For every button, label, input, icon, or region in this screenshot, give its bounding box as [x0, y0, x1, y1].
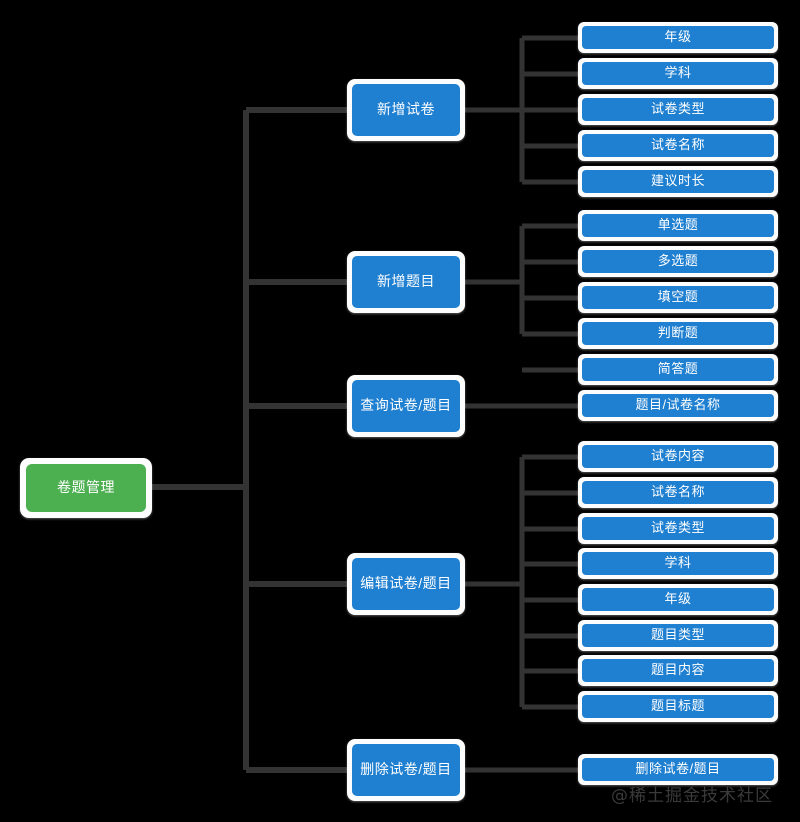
- branch-node-chaxunshijuantimu[interactable]: 查询试卷/题目: [347, 375, 465, 437]
- leaf-node[interactable]: 年级: [578, 584, 778, 615]
- leaf-node-label: 题目标题: [582, 695, 774, 718]
- leaf-node[interactable]: 单选题: [578, 210, 778, 241]
- leaf-node[interactable]: 学科: [578, 548, 778, 579]
- leaf-node[interactable]: 判断题: [578, 318, 778, 349]
- branch-node-xinzengtimu[interactable]: 新增题目: [347, 251, 465, 313]
- branch-node-label: 编辑试卷/题目: [352, 558, 460, 610]
- leaf-node-label: 简答题: [582, 358, 774, 381]
- branch-node-xinzengshijuan[interactable]: 新增试卷: [347, 79, 465, 141]
- leaf-node-label: 年级: [582, 26, 774, 49]
- root-node-juantiguanli[interactable]: 卷题管理: [20, 458, 152, 518]
- root-node-label: 卷题管理: [26, 464, 146, 512]
- branch-node-label: 新增试卷: [352, 84, 460, 136]
- leaf-node[interactable]: 删除试卷/题目: [578, 754, 778, 785]
- leaf-node-label: 题目内容: [582, 659, 774, 682]
- leaf-node-label: 年级: [582, 588, 774, 611]
- leaf-node[interactable]: 题目内容: [578, 655, 778, 686]
- leaf-node[interactable]: 年级: [578, 22, 778, 53]
- leaf-node-label: 试卷内容: [582, 445, 774, 468]
- branch-node-bianjishijuantimu[interactable]: 编辑试卷/题目: [347, 553, 465, 615]
- leaf-node[interactable]: 题目/试卷名称: [578, 390, 778, 421]
- leaf-node[interactable]: 多选题: [578, 246, 778, 277]
- leaf-node-label: 题目/试卷名称: [582, 394, 774, 417]
- branch-node-label: 删除试卷/题目: [352, 744, 460, 796]
- leaf-node-label: 试卷名称: [582, 134, 774, 157]
- leaf-node[interactable]: 试卷类型: [578, 513, 778, 544]
- leaf-node[interactable]: 试卷名称: [578, 130, 778, 161]
- leaf-node[interactable]: 试卷类型: [578, 94, 778, 125]
- leaf-node-label: 删除试卷/题目: [582, 758, 774, 781]
- leaf-node-label: 单选题: [582, 214, 774, 237]
- leaf-node-label: 题目类型: [582, 624, 774, 647]
- leaf-node-label: 判断题: [582, 322, 774, 345]
- leaf-node[interactable]: 简答题: [578, 354, 778, 385]
- leaf-node-label: 学科: [582, 62, 774, 85]
- leaf-node-label: 试卷类型: [582, 517, 774, 540]
- leaf-node[interactable]: 试卷内容: [578, 441, 778, 472]
- leaf-node-label: 学科: [582, 552, 774, 575]
- leaf-node[interactable]: 建议时长: [578, 166, 778, 197]
- leaf-node-label: 试卷类型: [582, 98, 774, 121]
- leaf-node[interactable]: 题目标题: [578, 691, 778, 722]
- branch-node-shanchushijuantimu[interactable]: 删除试卷/题目: [347, 739, 465, 801]
- branch-node-label: 新增题目: [352, 256, 460, 308]
- leaf-node[interactable]: 填空题: [578, 282, 778, 313]
- leaf-node-label: 多选题: [582, 250, 774, 273]
- leaf-node[interactable]: 学科: [578, 58, 778, 89]
- branch-node-label: 查询试卷/题目: [352, 380, 460, 432]
- leaf-node[interactable]: 试卷名称: [578, 477, 778, 508]
- leaf-node-label: 建议时长: [582, 170, 774, 193]
- leaf-node-label: 试卷名称: [582, 481, 774, 504]
- leaf-node-label: 填空题: [582, 286, 774, 309]
- leaf-node[interactable]: 题目类型: [578, 620, 778, 651]
